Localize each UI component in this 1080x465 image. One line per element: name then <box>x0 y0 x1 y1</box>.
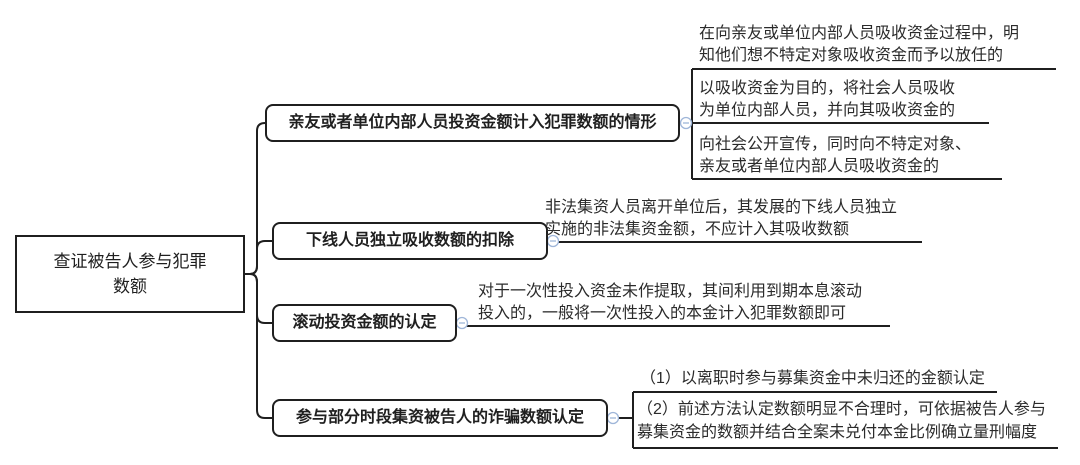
connector-root-branch-2 <box>245 240 272 275</box>
leaf-topic[interactable]: （2）前述方法认定数额明显不合理时，可依据被告人参与 募集资金的数额并结合全案未… <box>637 401 1046 441</box>
branch-topic-xiaxian[interactable]: 下线人员独立吸收数额的扣除 <box>272 222 548 260</box>
branch-topic-qinyou[interactable]: 亲友或者单位内部人员投资金额计入犯罪数额的情形 <box>265 104 680 142</box>
leaf-topic[interactable]: 向社会公开宣传，同时向不特定对象、 亲友或者单位内部人员吸收资金的 <box>699 136 972 175</box>
connector-root-branch-4 <box>245 273 272 419</box>
branch-topic-gundong[interactable]: 滚动投资金额的认定 <box>272 304 457 342</box>
leaf-topic[interactable]: 对于一次性投入资金未作提取，其间利用到期本息滚动 投入的，一般将一次性投入的本金… <box>478 283 863 322</box>
root-topic[interactable]: 查证被告人参与犯罪 数额 <box>15 235 245 313</box>
connector-root-branch-3 <box>245 273 272 324</box>
branch-topic-shiduan[interactable]: 参与部分时段集资被告人的诈骗数额认定 <box>272 399 608 437</box>
leaf-topic[interactable]: 以吸收资金为目的，将社会人员吸收 为单位内部人员，并向其吸收资金的 <box>699 80 956 119</box>
leaf-topic[interactable]: 非法集资人员离开单位后，其发展的下线人员独立 实施的非法集资金额，不应计入其吸收… <box>545 199 898 238</box>
leaf-topic[interactable]: 在向亲友或单位内部人员吸收资金过程中，明 知他们想不特定对象吸收资金而予以放任的 <box>699 25 1020 64</box>
leaf-topic[interactable]: （1）以离职时参与募集资金中未归还的金额认定 <box>640 370 985 387</box>
connector-root-branch-1 <box>245 122 266 275</box>
